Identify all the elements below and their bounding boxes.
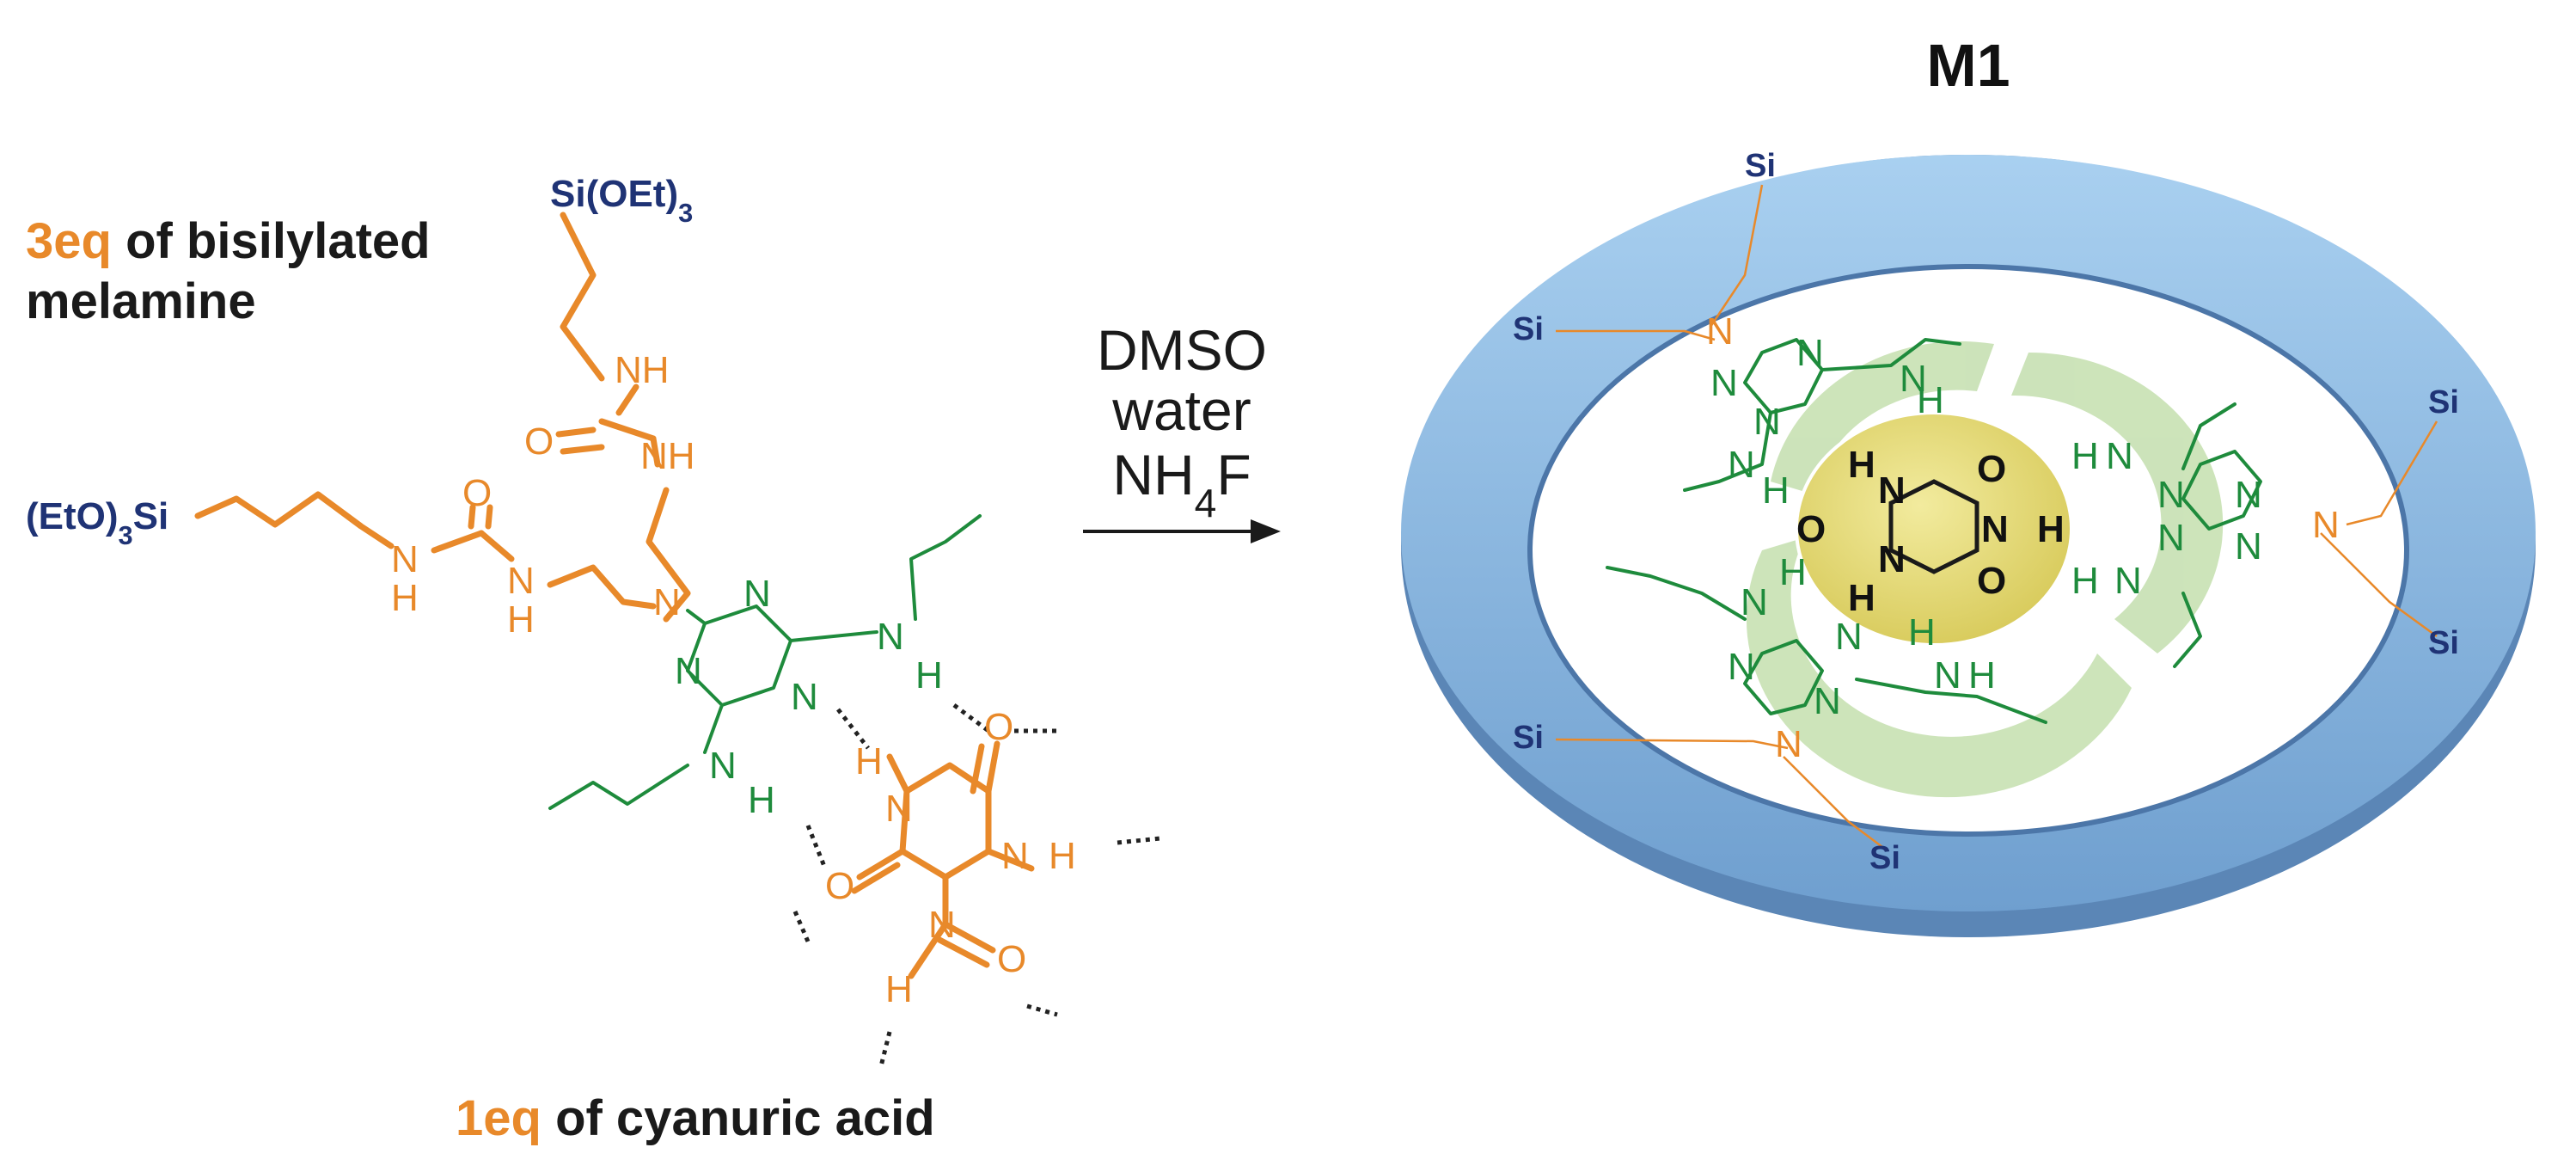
- core-n-3: N: [1878, 538, 1906, 580]
- reaction-arrow: [1083, 519, 1281, 543]
- cyanuric-core: [1795, 411, 2073, 647]
- core-h-2: H: [2037, 508, 2065, 550]
- condition-water: water: [1111, 378, 1251, 442]
- core-n-2: N: [1981, 508, 2009, 550]
- tri-n-c1: N: [1741, 581, 1768, 623]
- amine-n-2: N: [709, 745, 737, 787]
- tri-n-a1: N: [1796, 332, 1824, 374]
- tri-n-b5: N: [2235, 525, 2262, 568]
- n-label-2: N: [507, 560, 535, 602]
- core-h-3: H: [1848, 577, 1875, 619]
- si-oet3-label: Si(OEt)3: [550, 173, 693, 228]
- ring-n-3: N: [1775, 723, 1802, 765]
- cya-n-1: N: [885, 788, 913, 830]
- tri-n-c2: N: [1835, 616, 1863, 658]
- tri-n-b2: N: [2157, 474, 2185, 516]
- h-label-1: H: [391, 577, 419, 619]
- n-label-1: N: [391, 538, 419, 580]
- core-o-2: O: [1796, 508, 1826, 550]
- ring-n-1: N: [1706, 310, 1734, 353]
- tri-h-a2: H: [1762, 469, 1790, 512]
- core-cyanuric-acid: H N O O N H N O H: [1796, 444, 2065, 619]
- condition-solvent: DMSO: [1097, 318, 1267, 382]
- cya-n-3: N: [928, 904, 956, 946]
- si-label-5: Si: [1513, 720, 1544, 756]
- condition-catalyst: NH4F: [1112, 443, 1251, 525]
- cya-o-2: O: [825, 865, 854, 907]
- si-label-1: Si: [1745, 148, 1776, 184]
- si-label-6: Si: [1869, 840, 1900, 876]
- o-label-2: O: [462, 472, 492, 514]
- hydrogen-bonds: [792, 703, 1161, 1067]
- triazine-n-2: N: [675, 650, 702, 692]
- triazine-n-3: N: [791, 676, 818, 718]
- tri-h-c1: H: [1779, 551, 1807, 593]
- tri-h-b1: H: [2071, 435, 2099, 477]
- silicon-linkers: Si Si N Si N Si Si N Si: [1513, 148, 2459, 876]
- nh-label-2: NH: [640, 435, 695, 477]
- cya-o-1: O: [984, 706, 1013, 748]
- tri-h-c2: H: [1908, 611, 1936, 653]
- core-o-3: O: [1977, 560, 2006, 602]
- core-o-1: O: [1977, 448, 2006, 490]
- melamine-atom-labels: Si(OEt)3 (EtO)3Si NH O NH O N H N H N N …: [26, 173, 1076, 1010]
- amine-h-2: H: [748, 779, 775, 821]
- amine-n-1: N: [877, 616, 904, 658]
- tri-h-a1: H: [1917, 379, 1944, 421]
- tri-n-a2: N: [1710, 362, 1738, 404]
- tri-n-b3: N: [2235, 474, 2262, 516]
- cya-h-2: H: [1049, 835, 1076, 877]
- rosette-triazines: N N N N H N H N H N N N N N H H N N H N …: [1606, 332, 2262, 724]
- n-label-3: N: [653, 581, 681, 623]
- cya-h-1: H: [855, 740, 883, 782]
- cyanuric-caption: 1eq of cyanuric acid: [456, 1090, 935, 1146]
- core-h-1: H: [1848, 444, 1875, 486]
- si-label-4: Si: [2428, 625, 2459, 661]
- cya-o-3: O: [997, 938, 1026, 980]
- nh-label-1: NH: [615, 349, 670, 391]
- triazine-n-1: N: [743, 573, 771, 615]
- si-label-3: Si: [2428, 384, 2459, 420]
- ring-n-2: N: [2312, 504, 2340, 546]
- tri-n-a4: N: [1900, 358, 1927, 400]
- cya-h-3: H: [885, 968, 913, 1010]
- tri-n-b1: N: [2106, 435, 2133, 477]
- melamine-molecule: [194, 212, 1035, 979]
- cya-n-2: N: [1001, 835, 1029, 877]
- tri-n-b4: N: [2157, 517, 2185, 559]
- tri-h-b2: H: [2071, 560, 2099, 602]
- o-label-1: O: [524, 420, 554, 463]
- melamine-caption: 3eq of bisilylated: [26, 213, 431, 269]
- tri-n-b6: N: [2114, 560, 2142, 602]
- h-label-2: H: [507, 598, 535, 641]
- tri-n-c4: N: [1814, 680, 1841, 722]
- tri-n-a5: N: [1728, 444, 1755, 486]
- melamine-caption-line2: melamine: [26, 273, 256, 329]
- m1-title: M1: [1926, 32, 2010, 99]
- tri-n-c3: N: [1728, 646, 1755, 688]
- core-n-1: N: [1878, 469, 1906, 512]
- eto3si-label: (EtO)3Si: [26, 495, 168, 550]
- tri-h-c3: H: [1968, 654, 1996, 696]
- amine-h-1: H: [915, 654, 943, 696]
- tri-n-a3: N: [1753, 401, 1781, 443]
- tri-n-c5: N: [1934, 654, 1961, 696]
- si-label-2: Si: [1513, 311, 1544, 347]
